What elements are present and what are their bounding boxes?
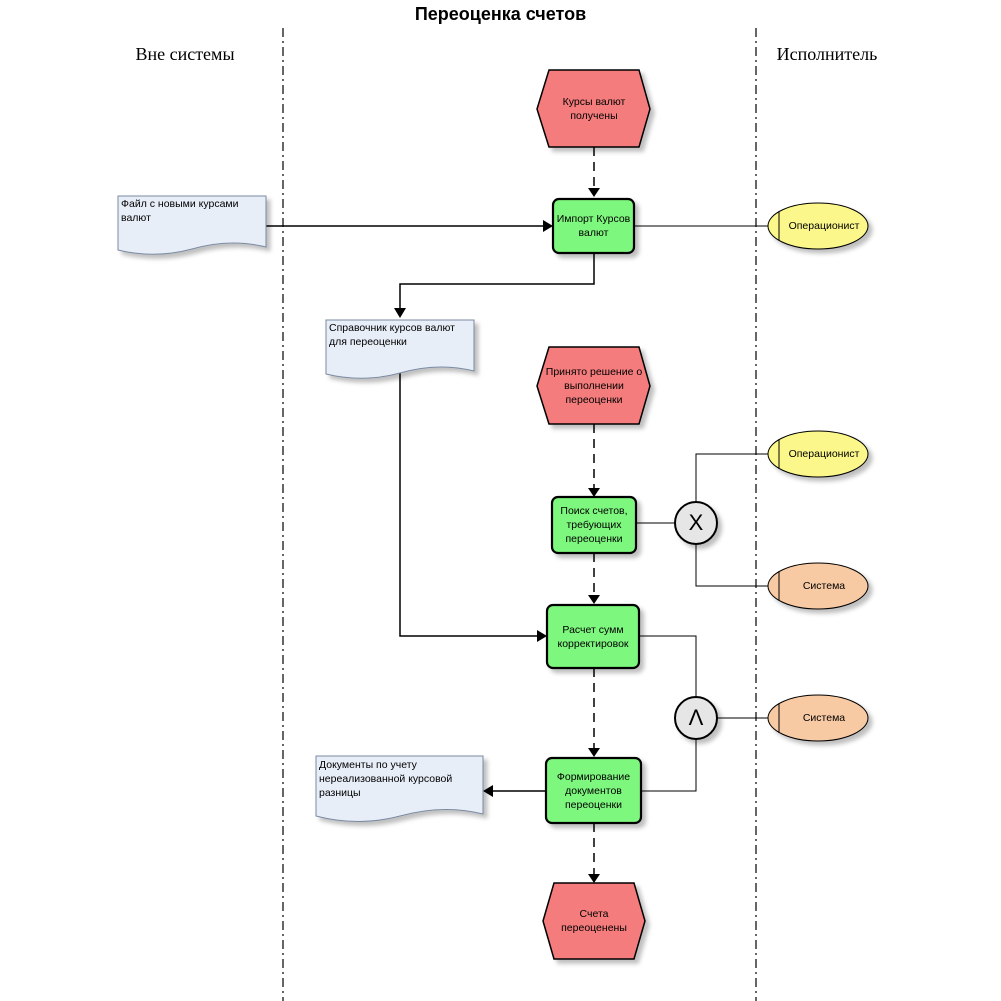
function-search-accounts-label: Поиск счетов, требующих переоценки — [560, 505, 628, 545]
connector-xor[interactable] — [674, 501, 718, 545]
role-operator-1-label: Операционист — [788, 220, 860, 232]
connector-and-symbol: Λ — [688, 705, 704, 730]
role-system-1[interactable] — [767, 562, 869, 610]
information-flow — [266, 225, 595, 792]
event-decision-made[interactable] — [536, 346, 651, 425]
function-calc-amounts-label: Расчет сумм корректировок — [557, 623, 629, 650]
role-system-1-label: Система — [802, 580, 846, 592]
document-rates-reference[interactable] — [325, 319, 475, 379]
document-rates-file-label: Файл с новыми курсами валют — [121, 198, 239, 224]
function-calc-amounts[interactable] — [545, 603, 641, 670]
event-decision-made-label: Принято решение о выполнении переоценки — [545, 366, 643, 406]
document-fx-docs-label: Документы по учету нереализованной курсо… — [319, 759, 453, 799]
function-import-rates[interactable] — [551, 197, 636, 255]
connector-xor-symbol: X — [688, 510, 704, 535]
role-operator-2[interactable] — [767, 430, 869, 478]
function-form-docs-label: Формирование документов переоценки — [556, 770, 631, 811]
event-rates-received-label: Курсы валют получены — [562, 96, 626, 122]
control-flow-arrowheads — [588, 188, 600, 883]
role-operator-1[interactable] — [767, 202, 869, 250]
lane-label-performer: Исполнитель — [776, 44, 878, 64]
event-accounts-revalued[interactable] — [542, 882, 646, 960]
function-form-docs[interactable] — [544, 756, 643, 825]
lane-label-outside: Вне системы — [135, 44, 235, 64]
document-rates-reference-label: Справочник курсов валют для переоценки — [329, 322, 455, 348]
role-links — [634, 225, 768, 792]
role-system-2[interactable] — [767, 694, 869, 742]
role-operator-2-label: Операционист — [788, 448, 860, 460]
diagram-title: Переоценка счетов — [414, 4, 587, 24]
function-import-rates-label: Импорт Курсов валют — [556, 213, 631, 239]
function-search-accounts[interactable] — [550, 495, 638, 555]
document-fx-docs[interactable] — [315, 755, 484, 822]
role-system-2-label: Система — [802, 712, 846, 724]
event-accounts-revalued-label: Счета переоценены — [561, 908, 627, 934]
information-flow-arrowheads — [394, 220, 553, 797]
connector-and[interactable] — [674, 696, 718, 740]
document-rates-file[interactable] — [117, 195, 267, 255]
event-rates-received[interactable] — [536, 69, 651, 148]
